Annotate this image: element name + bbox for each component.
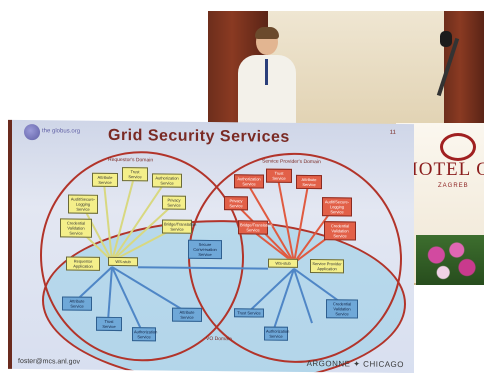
- right-ws-stub: WS-stub: [268, 258, 298, 268]
- left-service-box: Credential Validation Service: [60, 218, 92, 238]
- vo-service-box: Trust Service: [96, 316, 122, 332]
- projected-slide: the globus.org Grid Security Services 11…: [8, 119, 414, 373]
- right-service-box: Service Provider Application: [310, 259, 344, 274]
- left-service-box: Attribute Service: [92, 172, 118, 188]
- slide-footer-email: foster@mcs.anl.gov: [18, 357, 80, 366]
- right-service-box: Bridge/Translation Service: [238, 220, 272, 235]
- vo-service-box: Authorization Service: [264, 326, 289, 341]
- speaker-lanyard: [265, 59, 268, 85]
- left-ws-stub: WS-stub: [108, 256, 138, 267]
- left-service-box: Audit/Secure-Logging Service: [68, 194, 98, 214]
- vo-service-box: Authorization Service: [132, 327, 157, 342]
- hotel-name: HOTEL OPE: [404, 159, 484, 180]
- left-service-box: Trust Service: [122, 167, 148, 182]
- right-service-box: Trust Service: [266, 168, 292, 183]
- left-service-box: Authorization Service: [152, 173, 182, 188]
- flower-arrangement: [416, 235, 484, 285]
- secure-conversation-box: Secure Conversation Service: [188, 239, 222, 260]
- right-service-box: Audit/Secure-Logging Service: [322, 197, 352, 217]
- right-service-box: Credential Validation Service: [324, 221, 356, 241]
- hotel-logo-icon: [440, 133, 476, 161]
- right-service-box: Attribute Service: [296, 174, 322, 190]
- vo-service-box: Credential Validation Service: [326, 299, 358, 319]
- slide-footer-institution: ARGONNE ✦ CHICAGO: [306, 359, 404, 370]
- hotel-city: ZAGREB: [438, 183, 469, 189]
- right-service-box: Authorization Service: [234, 174, 264, 189]
- microphone-icon: [440, 31, 452, 47]
- vo-service-box: Attribute Service: [62, 296, 92, 311]
- vo-service-box: Attribute Service: [172, 307, 202, 322]
- left-service-box: Bridge/Translation Service: [162, 219, 196, 234]
- left-service-box: Privacy Service: [162, 195, 186, 210]
- vo-service-box: Trust Service: [234, 308, 264, 318]
- connection-arrows: [75, 176, 343, 332]
- left-service-box: Requestor Application: [66, 256, 100, 271]
- speaker-hair: [255, 27, 279, 39]
- speaker-figure: [234, 27, 300, 133]
- right-service-box: Privacy Service: [224, 196, 248, 211]
- speaker-photo: HOTEL OPE ZAGREB: [208, 11, 484, 285]
